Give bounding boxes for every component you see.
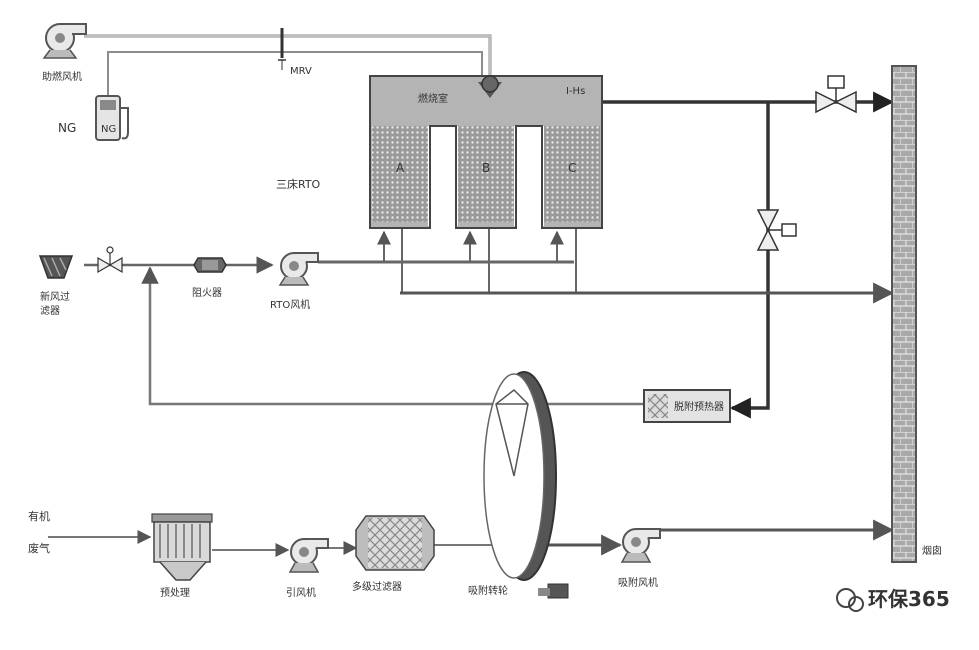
flame-arrester-label: 阻火器 bbox=[192, 287, 222, 299]
rto-label: 三床RTO bbox=[276, 177, 321, 191]
watermark-text: 环保365 bbox=[868, 587, 950, 611]
rto-unit bbox=[369, 75, 603, 229]
induced-fan-label: 引风机 bbox=[286, 586, 316, 599]
hs-label: I-Hs bbox=[566, 86, 585, 97]
desorb-heater-label: 脱附预热器 bbox=[674, 400, 724, 413]
pretreatment-icon bbox=[151, 513, 213, 581]
adsorption-fan-label: 吸附风机 bbox=[618, 576, 658, 589]
pretreatment-label: 预处理 bbox=[160, 587, 190, 599]
rto-fan-label: RTO风机 bbox=[270, 298, 310, 311]
bed-b-label: B bbox=[482, 161, 490, 175]
ng-pump-icon bbox=[95, 95, 129, 141]
inlet-valve-icon bbox=[97, 246, 123, 274]
fresh-air-filter-icon bbox=[38, 255, 74, 279]
bed-c-label: C bbox=[568, 161, 576, 175]
adsorption-rotor-icon bbox=[483, 371, 569, 599]
exhaust-valve-icon bbox=[815, 75, 857, 114]
flame-arrester-icon bbox=[193, 257, 227, 273]
rto-fan-icon bbox=[278, 252, 319, 286]
combustion-fan-label: 助燃风机 bbox=[42, 70, 82, 83]
combustion-fan-icon bbox=[42, 23, 87, 59]
multi-filter-icon bbox=[355, 515, 435, 571]
pipe-combustion-air bbox=[84, 34, 492, 78]
chamber-label: 燃烧室 bbox=[418, 92, 448, 105]
ng-label: NG bbox=[58, 121, 76, 135]
chimney-icon bbox=[891, 65, 917, 563]
chimney-label: 烟囱 bbox=[922, 544, 942, 557]
rotor-label: 吸附转轮 bbox=[468, 584, 508, 597]
pipe-desorb-return bbox=[141, 266, 643, 406]
induced-fan-icon bbox=[288, 538, 329, 573]
fresh-filter-label-2: 滤器 bbox=[40, 304, 60, 317]
bypass-valve-icon bbox=[756, 209, 797, 251]
bed-a-label: A bbox=[396, 161, 405, 175]
watermark-logo-icon bbox=[836, 588, 864, 612]
mrv-label: MRV bbox=[290, 66, 312, 77]
adsorption-fan-icon bbox=[620, 528, 661, 563]
organic-gas-label-2: 废气 bbox=[28, 541, 50, 555]
multi-filter-label: 多级过滤器 bbox=[352, 580, 402, 593]
pipe-ng bbox=[107, 51, 483, 96]
organic-gas-label-1: 有机 bbox=[28, 509, 50, 523]
fresh-filter-label-1: 新风过 bbox=[40, 290, 70, 303]
pipe-desorb-branch bbox=[729, 102, 770, 419]
ng-tank-text: NG bbox=[101, 124, 116, 135]
desorb-heater-icon bbox=[643, 389, 731, 423]
